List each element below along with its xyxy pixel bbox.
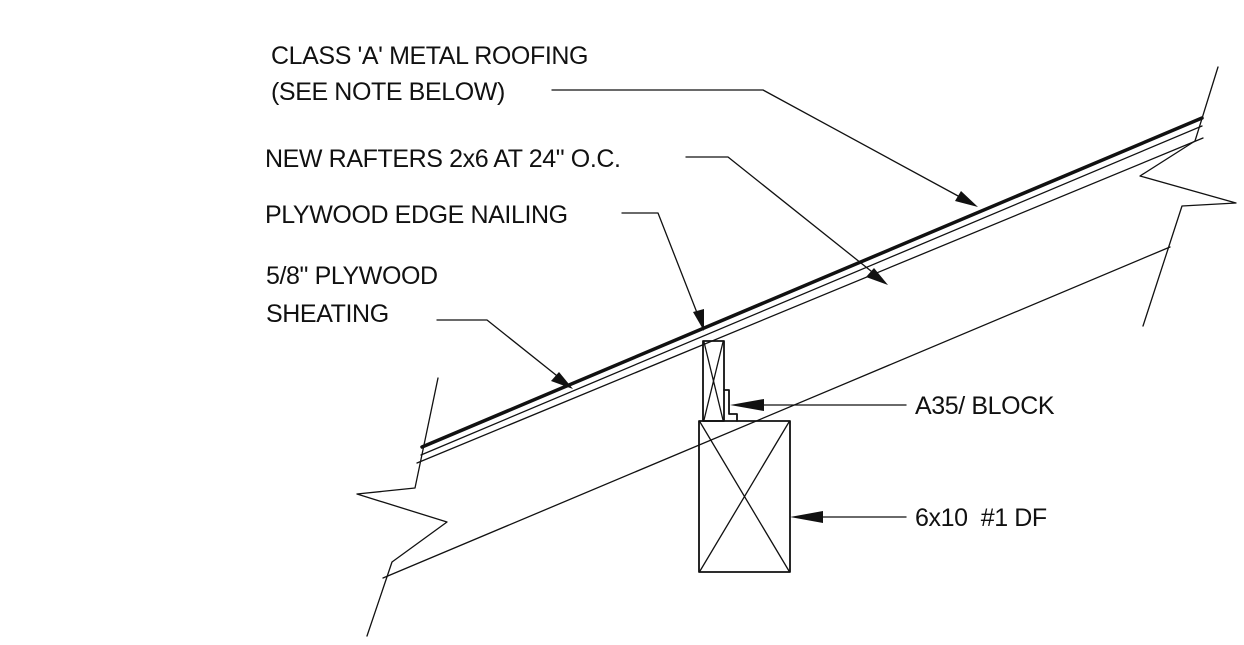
rafters-arrowhead (866, 268, 888, 285)
label-roofing-line2: (SEE NOTE BELOW) (271, 78, 505, 106)
right-break-line (1139, 66, 1237, 327)
blocking (702, 340, 725, 422)
a35-clip (723, 389, 738, 422)
sheathing-arrowhead (551, 372, 573, 389)
block-arrowhead (730, 399, 764, 411)
label-sheathing-line2: SHEATING (266, 300, 389, 328)
beam (698, 420, 791, 573)
label-edge-nailing: PLYWOOD EDGE NAILING (265, 201, 568, 229)
beam-rect (698, 420, 791, 573)
roofing-arrowhead (955, 191, 978, 207)
edge-nailing-leader (621, 212, 702, 324)
plywood-bottom-line (416, 137, 1204, 464)
beam-arrowhead (790, 511, 823, 523)
metal-roofing-line (420, 116, 1204, 449)
edge-nailing-arrowhead (693, 309, 704, 331)
label-roofing-line1: CLASS 'A' METAL ROOFING (271, 42, 588, 70)
label-beam: 6x10 #1 DF (915, 504, 1047, 532)
left-break-line (356, 377, 448, 637)
sheathing-leader (436, 319, 567, 384)
label-sheathing-line1: 5/8" PLYWOOD (266, 262, 438, 290)
block-cross-2 (703, 341, 724, 421)
roofing-leader (551, 89, 972, 204)
rafter-bottom-line (382, 246, 1171, 579)
label-rafters: NEW RAFTERS 2x6 AT 24" O.C. (265, 145, 621, 173)
beam-cross-2 (699, 421, 790, 572)
roof-assembly (382, 116, 1204, 579)
rafters-leader (685, 156, 882, 280)
label-block: A35/ BLOCK (915, 392, 1055, 420)
leaders (436, 89, 978, 523)
plywood-top-line (420, 125, 1203, 456)
callout-labels: CLASS 'A' METAL ROOFING (SEE NOTE BELOW)… (265, 42, 1055, 532)
